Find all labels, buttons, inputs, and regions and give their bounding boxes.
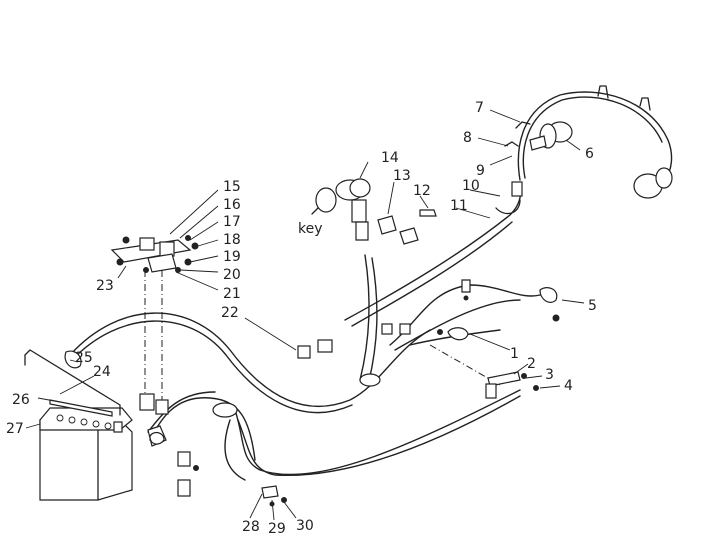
callout-9: 9 xyxy=(476,163,485,179)
terminal-top xyxy=(461,279,471,301)
key-icon xyxy=(311,187,337,215)
callout-28: 28 xyxy=(242,519,260,535)
relay-bracket xyxy=(110,235,199,273)
mounting-clips xyxy=(495,85,651,215)
callout-19: 19 xyxy=(223,249,241,265)
callout-24: 24 xyxy=(93,364,111,380)
headlight-right xyxy=(633,167,673,199)
lower-connectors xyxy=(177,451,287,507)
harness-clamps xyxy=(149,323,411,445)
callout-8: 8 xyxy=(463,130,472,146)
callout-14: 14 xyxy=(381,150,399,166)
callout-3: 3 xyxy=(545,367,554,383)
connector-1 xyxy=(437,327,469,341)
key-label: key xyxy=(298,221,323,237)
callout-13: 13 xyxy=(393,168,411,184)
switch-connector xyxy=(377,209,437,245)
battery xyxy=(39,407,133,501)
callout-20: 20 xyxy=(223,267,241,283)
callout-17: 17 xyxy=(223,214,241,230)
callout-12: 12 xyxy=(413,183,431,199)
callout-2: 2 xyxy=(527,356,536,372)
callout-5: 5 xyxy=(588,298,597,314)
callout-10: 10 xyxy=(462,178,480,194)
callout-16: 16 xyxy=(223,197,241,213)
callout-22: 22 xyxy=(221,305,239,321)
callout-7: 7 xyxy=(475,100,484,116)
callout-6: 6 xyxy=(585,146,594,162)
callout-23: 23 xyxy=(96,278,114,294)
battery-terminal-cover xyxy=(64,350,82,369)
centre-lines xyxy=(144,270,501,405)
callout-26: 26 xyxy=(12,392,30,408)
callout-4: 4 xyxy=(564,378,573,394)
callout-27: 27 xyxy=(6,421,24,437)
callout-29: 29 xyxy=(268,521,286,537)
callout-11: 11 xyxy=(450,198,468,214)
starter-cable-end xyxy=(539,287,560,322)
headlight-left xyxy=(529,121,573,151)
callout-25: 25 xyxy=(75,350,93,366)
callout-21: 21 xyxy=(223,286,241,302)
callout-30: 30 xyxy=(296,518,314,534)
ignition-switch xyxy=(335,178,371,241)
battery-hold-down xyxy=(24,349,121,417)
main-harness xyxy=(69,91,673,481)
leader-lines xyxy=(25,109,585,521)
ground-bracket xyxy=(485,371,539,399)
callout-1: 1 xyxy=(510,346,519,362)
callout-labels: 1 2 3 4 5 6 7 8 9 10 11 12 13 14 key 15 … xyxy=(6,100,597,537)
callout-18: 18 xyxy=(223,232,241,248)
callout-15: 15 xyxy=(223,179,241,195)
